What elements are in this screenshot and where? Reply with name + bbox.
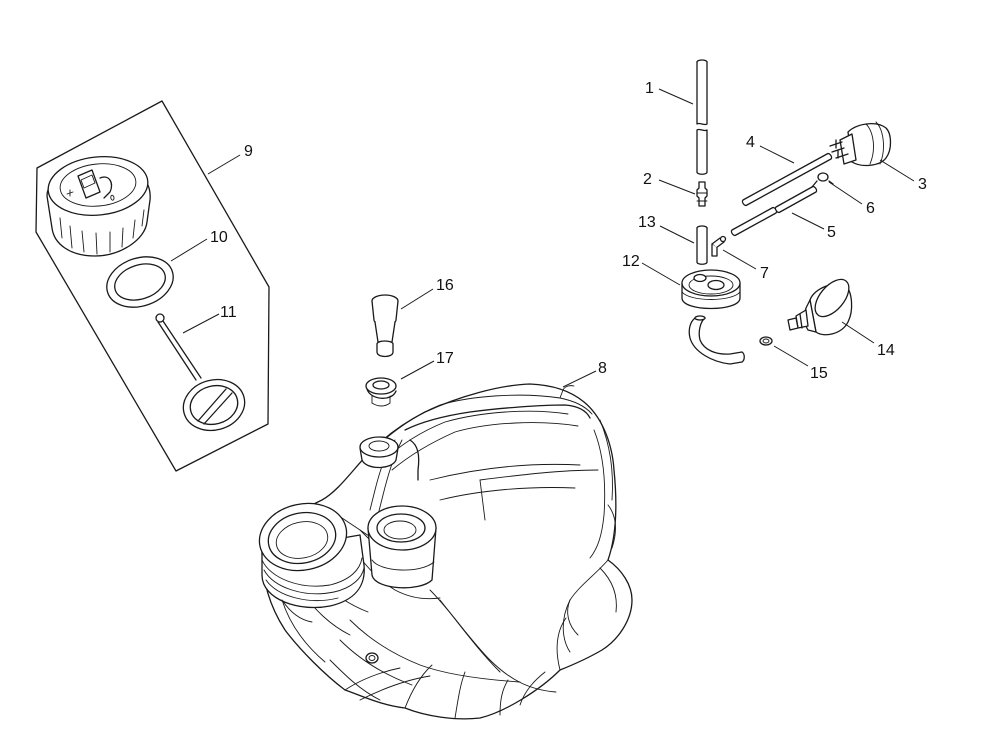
elbow-fitting-part bbox=[711, 235, 727, 257]
leader-lines bbox=[170, 88, 915, 388]
tank-vent-boss bbox=[359, 436, 399, 469]
fuel-line-5-part bbox=[730, 185, 818, 237]
tank-vent-part bbox=[371, 294, 399, 358]
callout-15: 15 bbox=[810, 365, 828, 382]
callout-12: 12 bbox=[622, 253, 640, 270]
callout-16: 16 bbox=[436, 277, 454, 294]
cap-assembly-group bbox=[35, 100, 270, 472]
callout-11: 11 bbox=[220, 304, 237, 321]
callout-labels: 1 2 3 4 5 6 7 8 9 10 11 12 13 14 15 16 1… bbox=[210, 80, 927, 382]
vent-grommet-part bbox=[365, 377, 397, 407]
cap-assembly-boundary bbox=[35, 100, 270, 472]
callout-14: 14 bbox=[877, 342, 895, 359]
callout-5: 5 bbox=[827, 224, 836, 241]
callout-3: 3 bbox=[918, 176, 927, 193]
tank-filler-neck bbox=[258, 502, 365, 623]
fuel-line-upper bbox=[696, 59, 708, 175]
fuel-cap bbox=[46, 156, 151, 257]
callout-8: 8 bbox=[598, 360, 607, 377]
fuel-pump-icon bbox=[66, 169, 115, 201]
callout-4: 4 bbox=[746, 134, 755, 151]
short-fuel-line-part bbox=[696, 225, 708, 265]
cap-gasket bbox=[106, 256, 174, 308]
callout-13: 13 bbox=[638, 214, 656, 231]
fuel-line-4-part bbox=[741, 152, 833, 207]
callout-7: 7 bbox=[760, 265, 769, 282]
primer-bulb-part bbox=[829, 121, 892, 167]
cap-retainer bbox=[155, 313, 246, 432]
o-ring-part bbox=[759, 336, 773, 346]
callout-9: 9 bbox=[244, 143, 253, 160]
callout-10: 10 bbox=[210, 229, 228, 246]
callout-17: 17 bbox=[436, 350, 454, 367]
grommet-part bbox=[681, 269, 745, 365]
line-connector-part bbox=[696, 181, 708, 207]
callout-2: 2 bbox=[643, 171, 652, 188]
fuel-filter-part bbox=[787, 278, 853, 336]
tank-pickup-neck bbox=[367, 505, 437, 589]
hose-clamp-part bbox=[811, 172, 834, 188]
callout-1: 1 bbox=[645, 80, 654, 97]
callout-6: 6 bbox=[866, 200, 875, 217]
fuel-tank-part bbox=[258, 383, 633, 720]
